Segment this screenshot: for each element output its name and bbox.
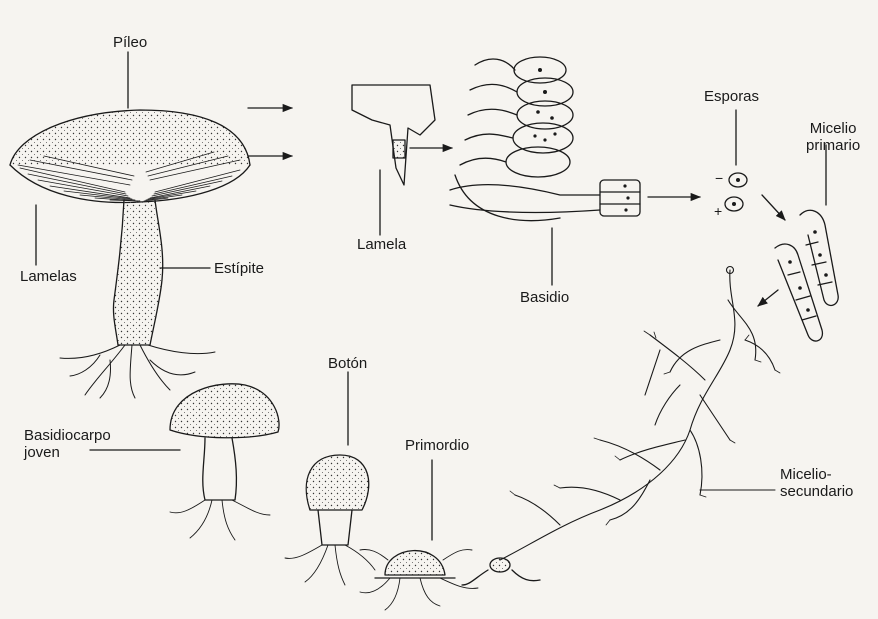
arrow-spores	[762, 195, 785, 220]
boton	[285, 372, 375, 585]
label-estipite: Estípite	[214, 260, 264, 277]
label-micelio-secundario-line1: Micelio-	[780, 466, 853, 483]
label-basidiocarpo-line1: Basidiocarpo	[24, 427, 111, 444]
mature-mushroom	[10, 52, 292, 398]
arrow-primary	[758, 290, 778, 306]
label-micelio-primario-line2: primario	[806, 137, 860, 154]
label-lamelas: Lamelas	[20, 268, 77, 285]
label-micelio-secundario: Micelio- secundario	[780, 466, 853, 500]
label-lamela: Lamela	[357, 236, 406, 253]
label-micelio-primario-line1: Micelio	[806, 120, 860, 137]
primary-mycelium	[758, 145, 838, 341]
secondary-mycelium	[500, 267, 780, 561]
label-basidio: Basidio	[520, 289, 569, 306]
spores	[725, 110, 785, 220]
label-basidiocarpo-line2: joven	[24, 444, 111, 461]
mature-roots	[60, 345, 215, 398]
lamela-fragment	[352, 85, 452, 235]
primordio	[360, 460, 540, 610]
label-pileo: Píleo	[113, 34, 147, 51]
label-micelio-primario: Micelio primario	[806, 120, 860, 154]
label-basidiocarpo: Basidiocarpo joven	[24, 427, 111, 461]
spore-minus-sign: −	[715, 170, 723, 187]
label-esporas: Esporas	[704, 88, 759, 105]
spore-plus-sign: +	[714, 203, 722, 220]
basidia-cluster	[450, 57, 700, 285]
basidiocarpo-joven	[90, 384, 279, 540]
label-micelio-secundario-line2: secundario	[780, 483, 853, 500]
label-boton: Botón	[328, 355, 367, 372]
label-primordio: Primordio	[405, 437, 469, 454]
